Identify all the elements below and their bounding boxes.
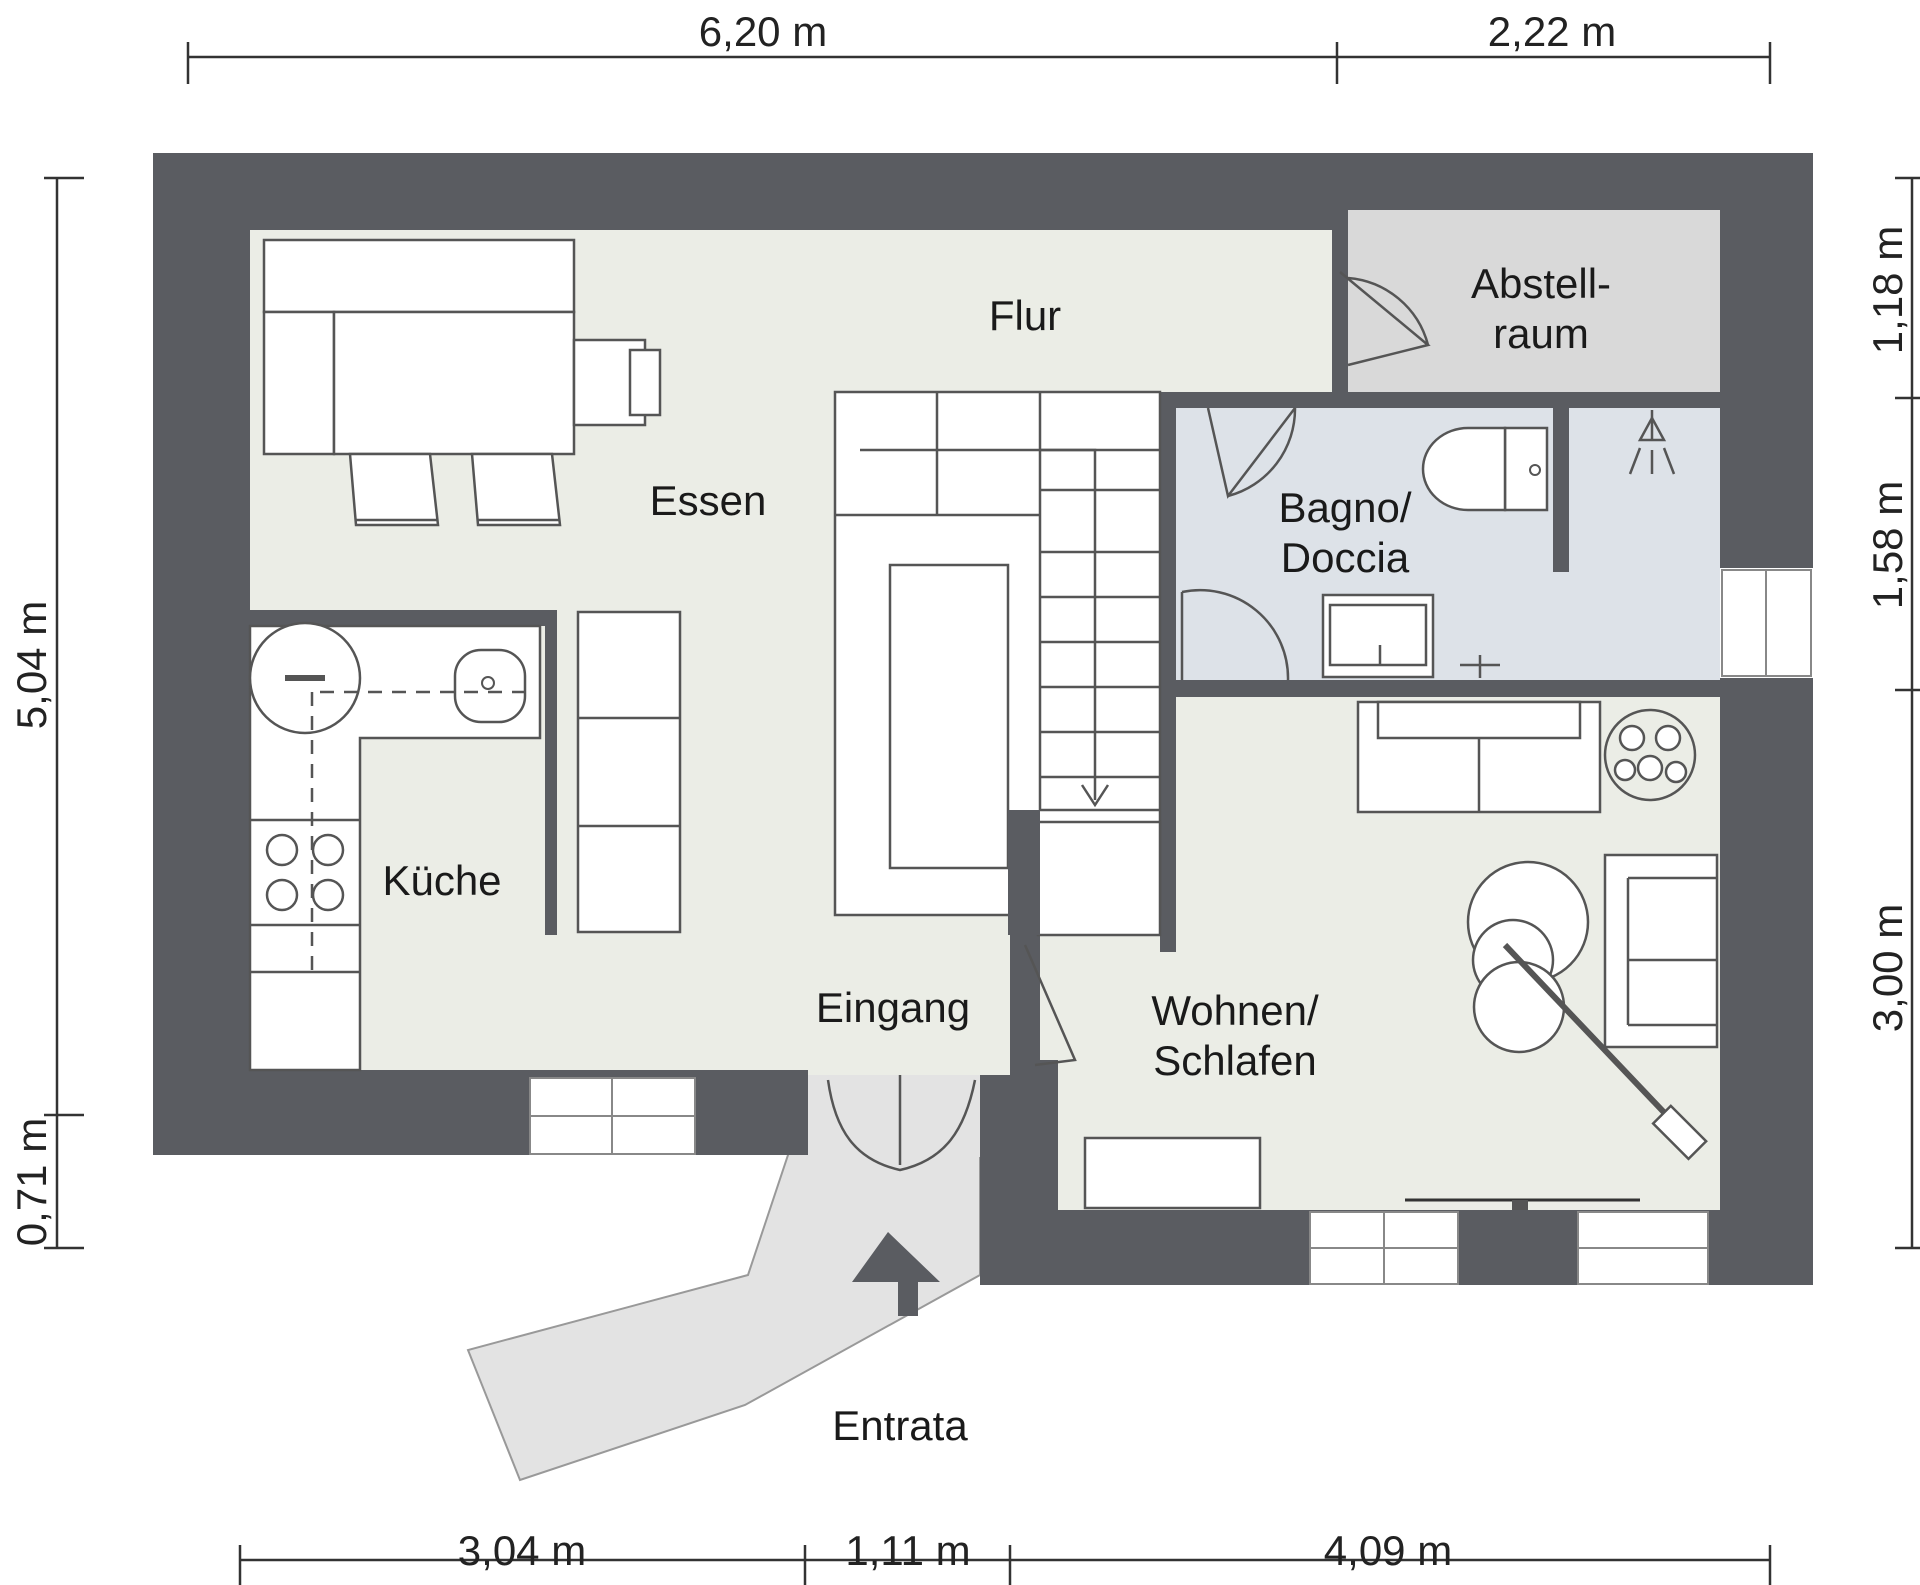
dim-bottom-3: 4,09 m [1324, 1527, 1452, 1574]
kitchen-counter [248, 621, 542, 1072]
room-label-abstellraum-2: raum [1493, 310, 1589, 357]
dining-set [262, 238, 662, 527]
floor-abstellraum [1348, 210, 1720, 392]
tv-cabinet [1083, 1136, 1640, 1210]
dim-left-1: 5,04 m [8, 601, 55, 729]
room-label-abstellraum-1: Abstell- [1471, 260, 1611, 307]
sofa [1356, 700, 1602, 814]
room-label-kueche: Küche [382, 857, 501, 904]
dimension-lines [44, 42, 1920, 1585]
windows [529, 569, 1812, 1285]
dim-right-2: 1,58 m [1864, 481, 1911, 609]
round-tables-lamp [1466, 860, 1708, 1161]
dim-right-3: 3,00 m [1864, 904, 1911, 1032]
dimension-labels: 6,20 m 2,22 m 3,04 m 1,11 m 4,09 m 5,04 … [8, 8, 1911, 1574]
armchair [1603, 853, 1719, 1049]
room-label-eingang: Eingang [816, 984, 970, 1031]
dim-left-2: 0,71 m [8, 1118, 55, 1246]
room-label-bagno-2: Doccia [1281, 534, 1410, 581]
room-labels: Flur Abstell- raum Essen Bagno/ Doccia K… [382, 260, 1611, 1449]
dim-top-2: 2,22 m [1488, 8, 1616, 55]
room-label-flur: Flur [989, 292, 1061, 339]
plant [1603, 708, 1697, 802]
room-label-bagno-1: Bagno/ [1278, 484, 1411, 531]
staircase [833, 390, 1162, 937]
dim-bottom-2: 1,11 m [845, 1527, 970, 1574]
sideboard [576, 610, 682, 934]
dim-bottom-1: 3,04 m [458, 1527, 586, 1574]
bathroom-fixtures [1321, 410, 1676, 679]
room-label-entrata: Entrata [832, 1402, 968, 1449]
dim-right-1: 1,18 m [1864, 226, 1911, 354]
dim-top-1: 6,20 m [699, 8, 827, 55]
room-label-wohnen-1: Wohnen/ [1151, 987, 1319, 1034]
floor-wohnen [1040, 697, 1720, 1210]
entrance-arrow-icon [852, 1232, 940, 1316]
room-label-wohnen-2: Schlafen [1153, 1037, 1316, 1084]
room-label-essen: Essen [650, 477, 767, 524]
doors [826, 271, 1431, 1172]
